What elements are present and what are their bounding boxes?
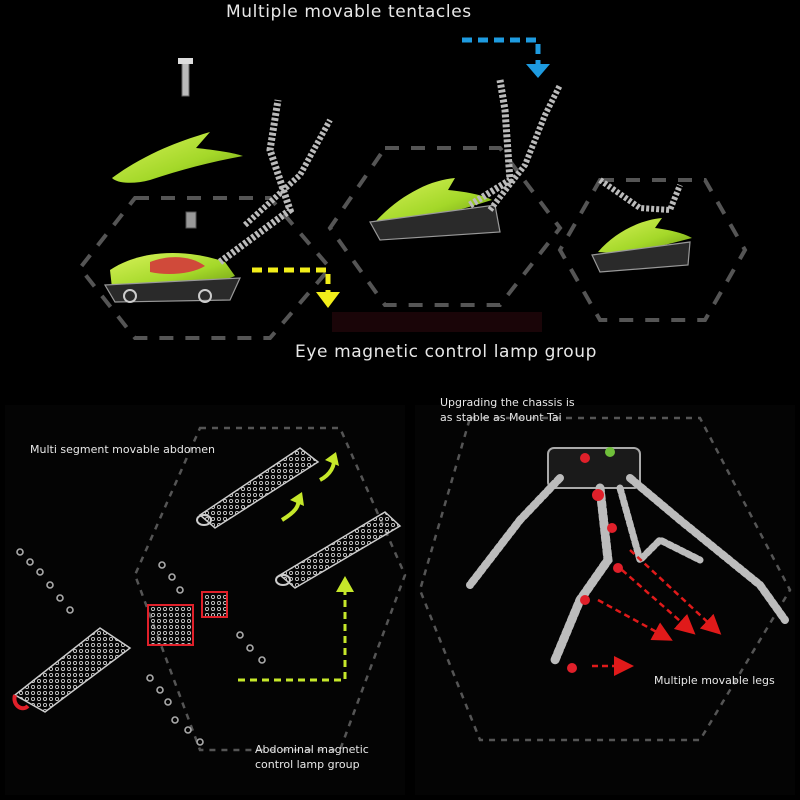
connector-part [185,211,197,229]
eye-lamp-label: Eye magnetic control lamp group [295,342,598,362]
abdomen-segment-main [12,591,228,713]
blue-dashed-arrow-icon [462,37,550,78]
yellow-dashed-arrow-icon [252,267,340,308]
head-assembly-left [103,99,333,303]
bolt-pin-part [178,58,193,97]
tentacles-label: Multiple movable tentacles [226,2,472,22]
hexagon-frame-top-middle [327,146,563,307]
chassis-label-line2: as stable as Mount Tai [440,411,562,424]
hexagon-frame-bottom-right [418,416,792,742]
spider-chassis [466,447,789,673]
abdominal-lamp-label-line2: control lamp group [255,758,360,771]
chassis-label-line1: Upgrading the chassis is [440,396,575,409]
eye-lamp-strip [332,312,542,332]
chassis-label: Upgrading the chassis is as stable as Mo… [440,395,575,425]
hexagon-frame-top-right [557,178,748,322]
loose-small-parts [16,548,266,746]
red-dashed-arrow-icon [592,549,722,676]
lime-dashed-arrow-icon [238,576,354,682]
abdominal-lamp-label-line1: Abdominal magnetic [255,743,369,756]
head-assembly-right [591,177,692,273]
abdomen-segment-lower [275,511,402,589]
head-assembly-middle [369,79,563,241]
legs-label: Multiple movable legs [654,674,775,687]
lime-curved-arrow-icon [280,452,339,522]
abdomen-label: Multi segment movable abdomen [30,443,216,456]
hexagon-frame-top-left [77,196,333,340]
abdominal-lamp-label: Abdominal magnetic control lamp group [255,742,369,772]
loose-head-plate-part [112,132,243,183]
abdomen-segment-upper [196,447,320,529]
